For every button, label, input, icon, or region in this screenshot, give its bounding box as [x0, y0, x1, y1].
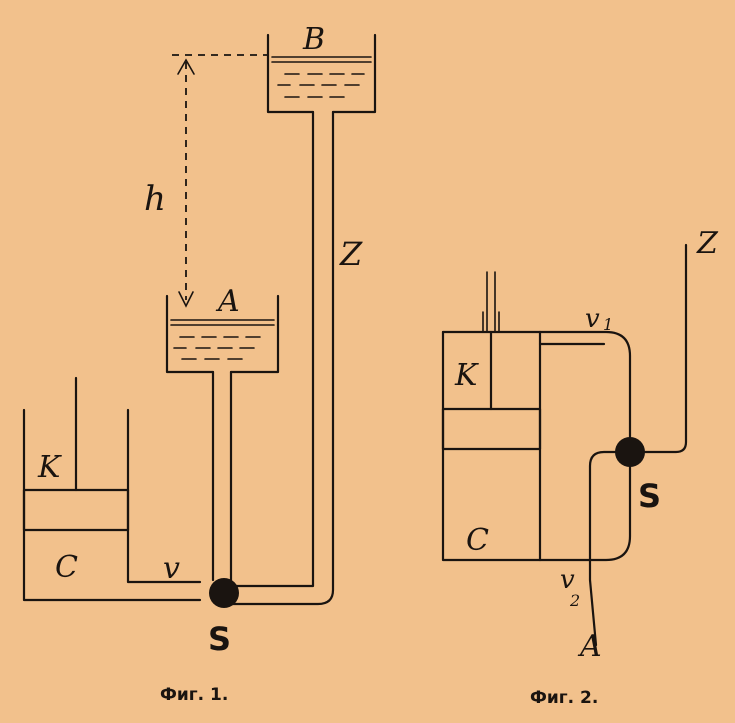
figure-2: Z K C S v 1 v 2 A Фиг. 2. — [441, 226, 719, 708]
cylinder-2 — [441, 271, 542, 562]
label-v1-subscript: 1 — [603, 315, 613, 334]
label-pipe-z: Z — [339, 235, 363, 273]
label-inlet-a: A — [577, 629, 602, 664]
label-valve-s: S — [208, 620, 231, 658]
caption-figure-1: Фиг. 1. — [160, 685, 228, 705]
valve-s-1 — [209, 578, 239, 608]
label-piston-k: K — [37, 450, 62, 485]
label-tank-b: B — [302, 22, 325, 57]
label-height: h — [144, 179, 166, 219]
tank-a — [165, 294, 280, 374]
figure-1: B A h Z K C v S Фиг. 1. — [22, 22, 377, 705]
label-pipe-z-2: Z — [696, 226, 719, 261]
label-piston-k-2: K — [454, 358, 479, 393]
pipe-a — [211, 370, 233, 582]
pipe-z-2 — [628, 243, 688, 454]
label-v1-letter: v — [585, 304, 600, 334]
label-v2-letter: v — [560, 565, 575, 595]
label-cylinder-c: C — [55, 550, 78, 585]
label-v2: v 2 — [560, 565, 580, 610]
channel-v2 — [538, 450, 632, 647]
label-valve-v: v — [163, 551, 180, 586]
channel-v1 — [538, 330, 632, 446]
label-cylinder-c-2: C — [466, 523, 489, 558]
label-valve-s-2: S — [638, 477, 661, 515]
label-v2-subscript: 2 — [569, 591, 580, 610]
pipe-z — [223, 110, 335, 606]
label-tank-a: A — [215, 284, 240, 319]
tank-b — [266, 33, 377, 114]
label-v1: v 1 — [585, 304, 613, 334]
caption-figure-2: Фиг. 2. — [530, 688, 598, 708]
valve-s-2 — [615, 437, 645, 467]
cylinder-1 — [22, 376, 202, 602]
height-dimension — [172, 54, 268, 308]
